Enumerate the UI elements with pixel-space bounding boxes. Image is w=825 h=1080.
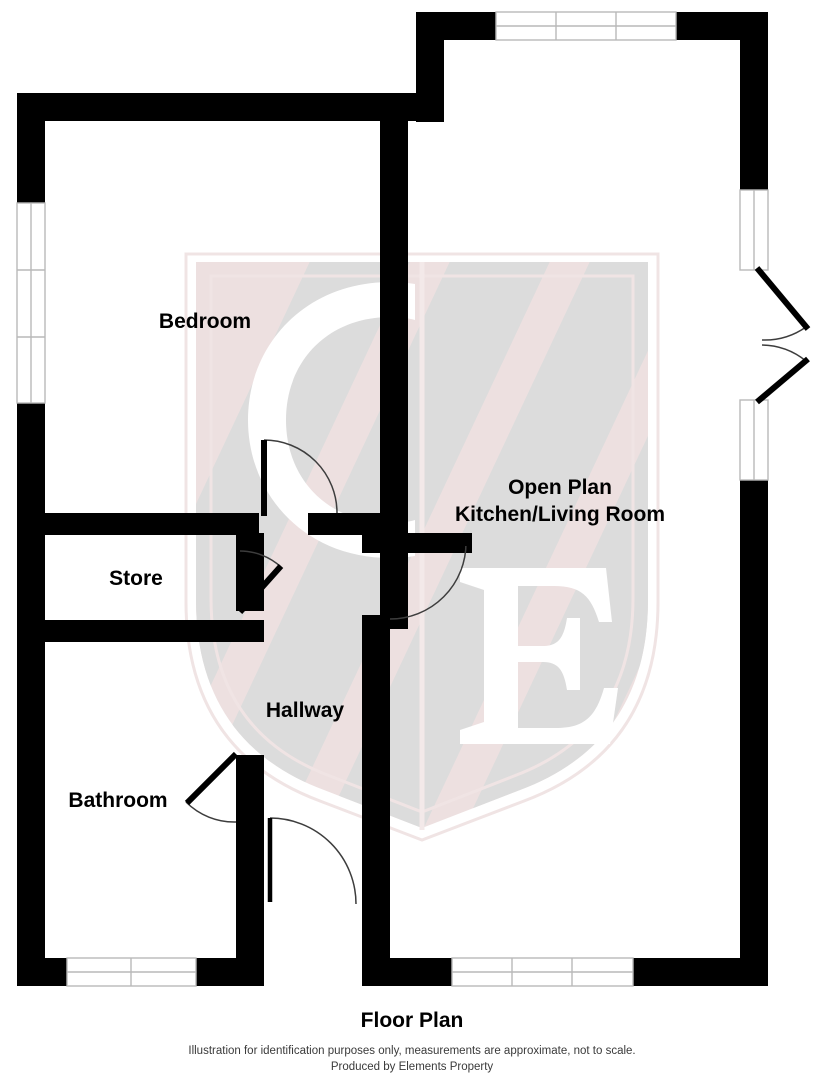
wall-left-lower: [17, 533, 45, 958]
door-patio-upper: [754, 266, 811, 341]
wall-left-upper: [17, 93, 45, 203]
room-label-bedroom: Bedroom: [159, 310, 251, 333]
wall-right-upper: [740, 12, 768, 190]
window-kitchen-top: [495, 11, 677, 41]
walls: [17, 12, 768, 986]
window-kitchen-bottom: [451, 957, 634, 987]
wall-bedroom-bottom-right: [308, 513, 388, 535]
wall-top-left: [17, 93, 444, 121]
room-labels: Bedroom Open Plan Kitchen/Living Room St…: [68, 310, 665, 812]
doors: [184, 266, 811, 905]
wall-top-kitchen-right: [676, 12, 768, 40]
window-bathroom-bottom: [66, 957, 197, 987]
door-kitchen: [389, 540, 469, 620]
room-label-store: Store: [109, 567, 163, 590]
wall-hall-left-lower: [236, 755, 264, 901]
wall-store-bottom: [17, 620, 264, 642]
wall-left-middle: [17, 403, 45, 533]
door-patio-lower: [755, 344, 810, 405]
door-bathroom: [184, 751, 239, 823]
wall-bedroom-bottom-left: [17, 513, 259, 535]
wall-hall-left-jog: [236, 900, 264, 986]
room-label-open-plan-line1: Open Plan: [508, 476, 612, 499]
watermark-shield-inner-outline: [209, 274, 635, 814]
window-bedroom-left: [16, 202, 46, 404]
door-entrance: [267, 817, 357, 905]
wall-kitchen-left-upper: [416, 12, 444, 122]
disclaimer-line-1: Illustration for identification purposes…: [188, 1045, 635, 1057]
page-title: Floor Plan: [361, 1009, 464, 1032]
door-store: [237, 550, 284, 614]
window-kitchen-right-upper: [739, 189, 769, 271]
door-bedroom: [261, 439, 338, 516]
windows: [16, 11, 769, 987]
wall-bottom-left-corner: [17, 958, 67, 986]
room-label-bathroom: Bathroom: [68, 789, 167, 812]
wall-bottom-kitchen-left: [362, 958, 452, 986]
room-label-hallway: Hallway: [266, 699, 345, 722]
wall-right-lower: [740, 480, 768, 986]
watermark-shield-outer-outline: [184, 252, 660, 842]
watermark-letter-c: [248, 282, 415, 558]
plan-caption: Floor Plan Illustration for identificati…: [188, 1009, 635, 1073]
disclaimer-line-2: Produced by Elements Property: [331, 1061, 494, 1073]
watermark-logo: [184, 252, 660, 842]
window-kitchen-right-lower: [739, 399, 769, 481]
room-label-open-plan-line2: Kitchen/Living Room: [455, 503, 665, 526]
watermark-letter-e: [460, 568, 618, 744]
wall-hall-right: [362, 615, 390, 915]
